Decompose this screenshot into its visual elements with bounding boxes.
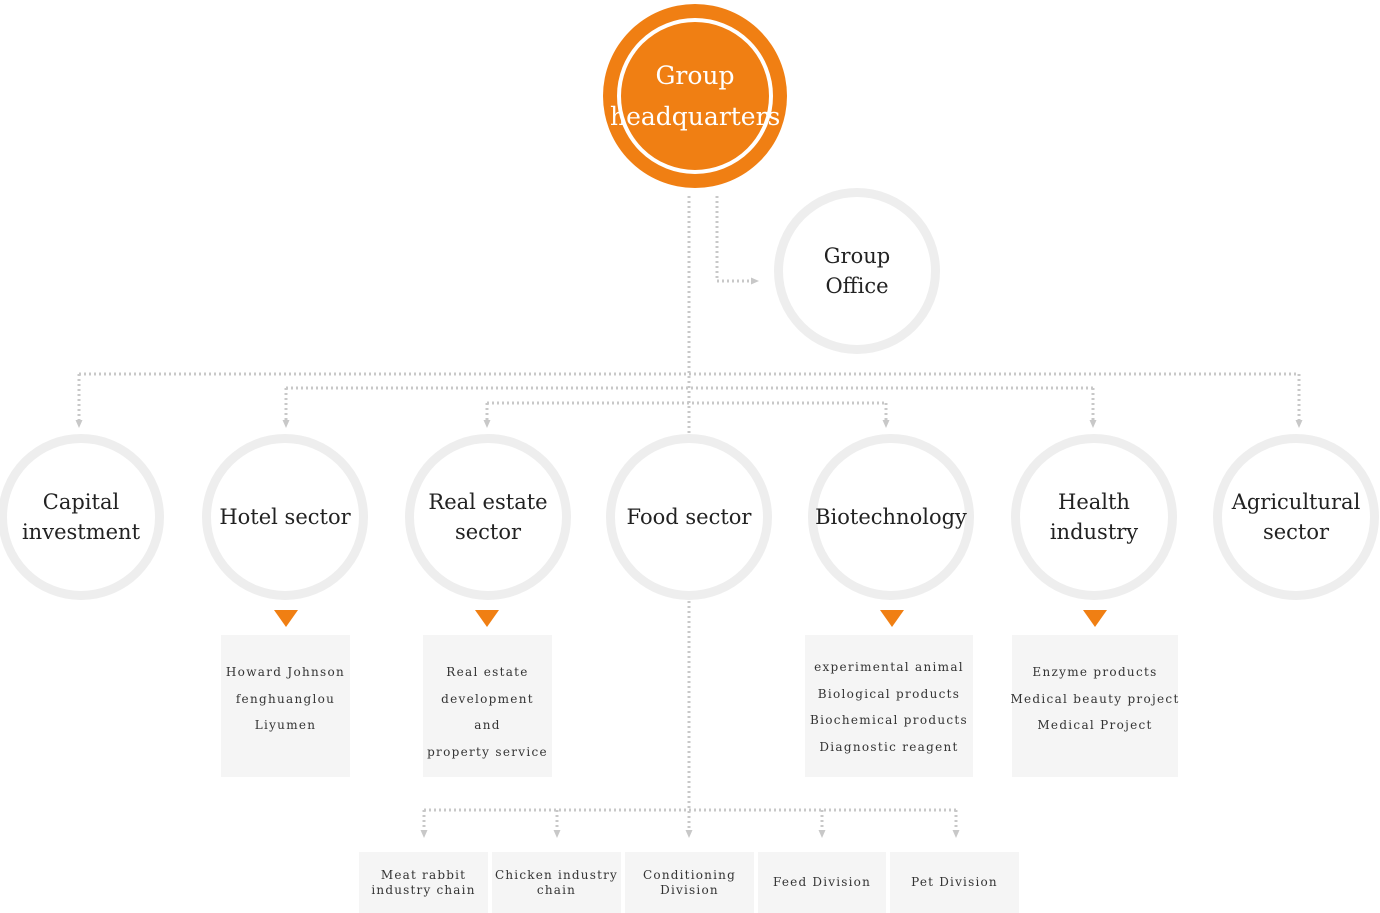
group-office-label: Group Office (823, 244, 891, 298)
sector-real-estate: Real estate sector (405, 434, 571, 600)
unit-label: Meat rabbit industry chain (371, 867, 476, 897)
headquarters-ring: Group headquarters (610, 18, 780, 174)
hotel-items-box: Howard Johnson fenghuanglou Liyumen (221, 635, 350, 777)
list-item: property service (427, 744, 548, 759)
list-item: development (441, 691, 534, 706)
office-connector (715, 196, 759, 285)
sector-label: Real estate sector (428, 490, 548, 544)
biotech-items-box: experimental animal Biological products … (805, 635, 973, 777)
sector-label: Hotel sector (219, 505, 351, 529)
list-item: Diagnostic reagent (819, 739, 959, 754)
group-office-node: Group Office (774, 188, 940, 354)
list-item: Howard Johnson (225, 665, 346, 679)
food-unit-chicken: Chicken industry chain (492, 852, 621, 913)
unit-label: Chicken industry chain (494, 867, 619, 897)
list-item: Liyumen (254, 718, 317, 732)
list-item: and (474, 718, 501, 732)
food-unit-feed: Feed Division (758, 852, 886, 913)
sector-agricultural: Agricultural sector (1213, 434, 1379, 600)
unit-label: Feed Division (773, 875, 871, 889)
triangle-down-icon (274, 610, 298, 627)
food-unit-conditioning: Conditioning Division (625, 852, 754, 913)
headquarters-node: Group headquarters (603, 4, 787, 188)
triangle-down-icon (880, 610, 904, 627)
list-item: Biological products (817, 686, 961, 701)
triangle-down-icon (1083, 610, 1107, 627)
sector-label: Health industry (1049, 490, 1139, 544)
realestate-items-box: Real estate development and property ser… (423, 635, 552, 777)
list-item: experimental animal (814, 660, 964, 674)
sector-biotechnology: Biotechnology (808, 434, 974, 600)
health-items-box: Enzyme products Medical beauty project M… (1010, 635, 1180, 777)
list-item: fenghuanglou (235, 691, 336, 706)
unit-label: Pet Division (911, 875, 998, 889)
sector-food: Food sector (606, 434, 772, 600)
sector-label: Agricultural sector (1231, 490, 1361, 544)
headquarters-label: Group headquarters (610, 61, 781, 131)
list-item: Enzyme products (1032, 665, 1158, 679)
sector-capital-investment: Capital investment (0, 434, 164, 600)
list-item: Biochemical products (810, 713, 968, 727)
list-item: Medical Project (1037, 718, 1153, 732)
food-unit-meat-rabbit: Meat rabbit industry chain (359, 852, 488, 913)
food-unit-pet: Pet Division (890, 852, 1019, 913)
sector-hotel: Hotel sector (202, 434, 368, 600)
sector-label: Food sector (626, 505, 752, 529)
triangle-down-icon (475, 610, 499, 627)
unit-label: Conditioning Division (643, 867, 736, 897)
sector-health-industry: Health industry (1011, 434, 1177, 600)
list-item: Real estate (446, 665, 529, 679)
sector-label: Capital investment (21, 490, 141, 544)
sector-label: Biotechnology (815, 505, 967, 529)
list-item: Medical beauty project (1010, 691, 1180, 706)
